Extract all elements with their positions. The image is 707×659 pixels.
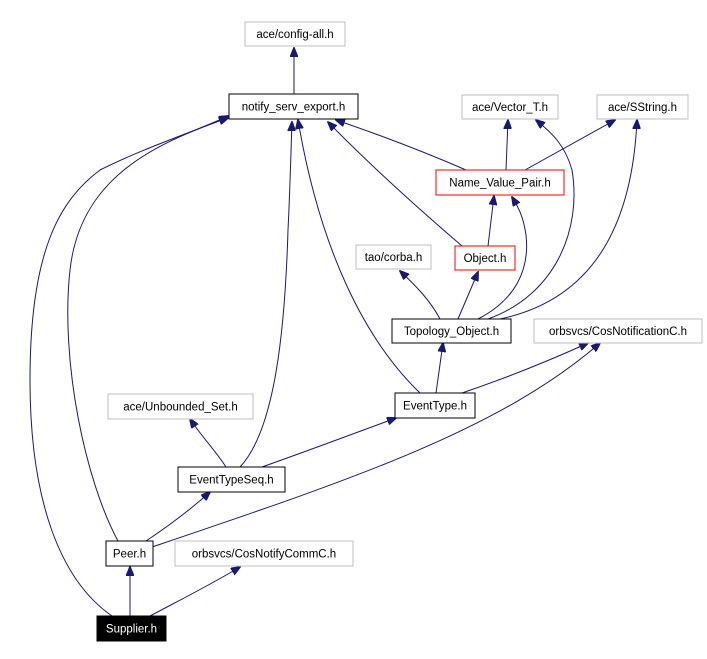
node-event-type-label: EventType.h (403, 401, 467, 413)
node-cos-notification[interactable]: orbsvcs/CosNotificationC.h (533, 318, 703, 344)
edge-name_value_pair-to-vector_t (506, 120, 508, 171)
edge-peer-to-event_type_seq (145, 492, 210, 542)
node-supplier-label: Supplier.h (106, 624, 157, 636)
node-event-type-seq[interactable]: EventTypeSeq.h (177, 466, 286, 493)
edge-topology_object-to-name_value_pair (477, 197, 528, 320)
node-topology-object-label: Topology_Object.h (404, 326, 499, 338)
edge-event_type_seq-to-unbounded_set (190, 419, 227, 468)
edge-event_type-to-topology_object (435, 343, 443, 394)
edge-name_value_pair-to-notify_serv_export (336, 120, 467, 171)
edge-name_value_pair-to-sstring (524, 120, 615, 171)
edge-topology_object-to-tao_corba (400, 271, 441, 320)
edge-supplier-to-cos_notify_comm (149, 567, 240, 617)
node-object[interactable]: Object.h (454, 245, 516, 271)
node-cos-notification-label: orbsvcs/CosNotificationC.h (549, 326, 687, 338)
node-config-all[interactable]: ace/config-all.h (244, 21, 346, 47)
node-event-type[interactable]: EventType.h (394, 392, 476, 419)
edge-supplier-to-notify_serv_export (29, 116, 228, 617)
node-vector-t-label: ace/Vector_T.h (472, 102, 548, 114)
edges-layer (29, 48, 637, 617)
node-object-label: Object.h (464, 253, 507, 265)
edge-peer-to-notify_serv_export (67, 118, 228, 542)
node-name-value-pair[interactable]: Name_Value_Pair.h (435, 169, 565, 196)
node-vector-t[interactable]: ace/Vector_T.h (461, 94, 559, 120)
node-config-all-label: ace/config-all.h (256, 29, 333, 41)
node-peer-label: Peer.h (113, 549, 146, 561)
edge-object-to-name_value_pair (487, 196, 494, 247)
edge-event_type-to-notify_serv_export (298, 120, 421, 394)
nodes-layer: ace/config-all.h notify_serv_export.h ac… (96, 21, 703, 642)
node-peer[interactable]: Peer.h (105, 540, 154, 567)
edge-object-to-notify_serv_export (328, 122, 463, 247)
node-event-type-seq-label: EventTypeSeq.h (189, 475, 273, 487)
node-supplier[interactable]: Supplier.h (96, 615, 167, 642)
node-notify-serv-export-label: notify_serv_export.h (242, 102, 346, 114)
node-unbounded-set[interactable]: ace/Unbounded_Set.h (107, 393, 254, 420)
node-name-value-pair-label: Name_Value_Pair.h (449, 178, 550, 190)
node-cos-notify-comm[interactable]: orbsvcs/CosNotifyCommC.h (174, 540, 354, 567)
node-tao-corba[interactable]: tao/corba.h (355, 244, 432, 270)
edge-topology_object-to-vector_t (487, 120, 575, 320)
edge-event_type_seq-to-event_type (261, 418, 396, 468)
edge-peer-to-cos_notification (151, 343, 600, 548)
node-notify-serv-export[interactable]: notify_serv_export.h (228, 93, 359, 120)
node-topology-object[interactable]: Topology_Object.h (391, 318, 512, 344)
node-tao-corba-label: tao/corba.h (365, 252, 423, 264)
node-sstring[interactable]: ace/SString.h (596, 94, 689, 120)
edge-event_type-to-cos_notification (461, 343, 588, 394)
node-unbounded-set-label: ace/Unbounded_Set.h (123, 402, 237, 414)
edge-event_type_seq-to-notify_serv_export (239, 122, 292, 468)
node-cos-notify-comm-label: orbsvcs/CosNotifyCommC.h (192, 549, 336, 561)
edge-topology_object-to-object (457, 272, 478, 320)
node-sstring-label: ace/SString.h (608, 102, 677, 114)
edge-topology_object-to-sstring (499, 120, 637, 320)
